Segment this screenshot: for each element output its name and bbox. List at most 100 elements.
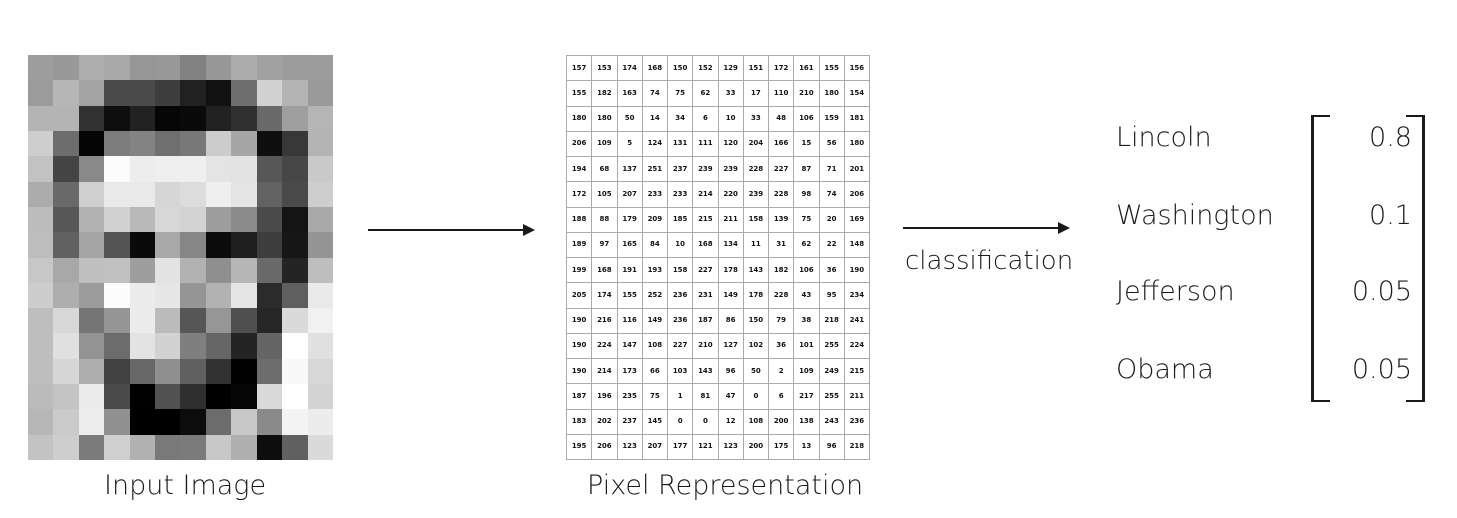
image-pixel xyxy=(307,257,333,283)
pixel-value-cell: 75 xyxy=(641,383,669,410)
pixel-value-cell: 124 xyxy=(641,130,669,158)
pixel-value-cell: 183 xyxy=(565,408,593,435)
image-pixel xyxy=(78,282,105,309)
pixel-value-cell: 161 xyxy=(793,54,820,82)
pixel-value-cell: 190 xyxy=(565,307,593,334)
pixel-value-cell: 148 xyxy=(843,231,871,259)
pixel-value-cell: 102 xyxy=(742,332,770,360)
pixel-value-cell: 62 xyxy=(692,80,719,107)
arrow-to-classes xyxy=(903,222,1070,234)
pixel-value-cell: 116 xyxy=(616,307,643,334)
pixel-value-cell: 178 xyxy=(742,282,770,309)
image-pixel xyxy=(307,156,333,182)
pixel-value-cell: 215 xyxy=(843,357,871,385)
image-pixel xyxy=(231,181,257,207)
image-pixel xyxy=(180,80,206,106)
pixel-value-cell: 17 xyxy=(742,80,770,107)
pixel-value-cell: 169 xyxy=(843,206,871,233)
image-pixel xyxy=(180,308,206,334)
pixel-value-cell: 224 xyxy=(591,332,618,360)
pixel-value-cell: 0 xyxy=(666,408,694,435)
pixel-value-cell: 12 xyxy=(717,408,744,435)
pixel-value-cell: 199 xyxy=(565,256,593,284)
image-pixel xyxy=(180,434,206,460)
image-pixel xyxy=(28,206,54,233)
pixel-value-cell: 189 xyxy=(565,231,593,259)
pixel-value-cell: 168 xyxy=(641,54,669,82)
pixel-value-cell: 234 xyxy=(843,282,871,309)
image-pixel xyxy=(28,105,54,131)
image-pixel xyxy=(205,409,232,435)
image-pixel xyxy=(205,156,232,182)
image-pixel xyxy=(129,130,156,157)
image-pixel xyxy=(180,409,206,435)
pixel-value-cell: 206 xyxy=(591,433,618,461)
image-pixel xyxy=(307,358,333,385)
pixel-value-cell: 108 xyxy=(742,408,770,435)
image-pixel xyxy=(104,409,130,435)
pixel-value-cell: 0 xyxy=(692,408,719,435)
pixel-value-cell: 68 xyxy=(591,155,618,183)
pixel-value-cell: 180 xyxy=(843,130,871,158)
image-pixel xyxy=(129,358,156,385)
pixel-value-cell: 20 xyxy=(818,206,845,233)
pixel-value-cell: 236 xyxy=(843,408,871,435)
pixel-value-cell: 81 xyxy=(692,383,719,410)
pixel-value-cell: 211 xyxy=(717,206,744,233)
image-pixel xyxy=(180,156,206,182)
pixel-value-cell: 215 xyxy=(692,206,719,233)
image-pixel xyxy=(307,130,333,157)
pixel-value-cell: 182 xyxy=(591,80,618,107)
image-pixel xyxy=(282,181,308,207)
image-pixel xyxy=(155,333,181,359)
image-pixel xyxy=(180,257,206,283)
image-pixel xyxy=(256,156,283,182)
image-pixel xyxy=(78,308,105,334)
image-pixel xyxy=(282,206,308,233)
image-pixel xyxy=(155,308,181,334)
image-pixel xyxy=(104,105,130,131)
image-pixel xyxy=(231,434,257,460)
pixel-value-cell: 178 xyxy=(717,256,744,284)
image-pixel xyxy=(180,55,206,81)
classification-label: classification xyxy=(905,246,1074,276)
pixel-value-cell: 218 xyxy=(818,307,845,334)
image-pixel xyxy=(256,257,283,283)
image-pixel xyxy=(205,384,232,410)
pixel-value-cell: 143 xyxy=(742,256,770,284)
image-pixel xyxy=(155,105,181,131)
image-pixel xyxy=(205,55,232,81)
pixel-value-cell: 87 xyxy=(793,155,820,183)
pixel-value-cell: 22 xyxy=(818,231,845,259)
class-name-lincoln: Lincoln xyxy=(1116,122,1212,153)
pixel-value-cell: 143 xyxy=(692,357,719,385)
pixel-value-cell: 134 xyxy=(717,231,744,259)
image-pixel xyxy=(104,130,130,157)
input-image xyxy=(28,55,333,460)
pixel-value-cell: 218 xyxy=(843,433,871,461)
pixel-value-cell: 175 xyxy=(767,433,795,461)
pixel-value-cell: 241 xyxy=(843,307,871,334)
pixel-value-cell: 210 xyxy=(793,80,820,107)
pixel-value-cell: 236 xyxy=(666,307,694,334)
pixel-value-cell: 152 xyxy=(692,54,719,82)
pixel-value-cell: 235 xyxy=(616,383,643,410)
image-pixel xyxy=(307,333,333,359)
image-pixel xyxy=(231,257,257,283)
image-pixel xyxy=(205,257,232,283)
image-pixel xyxy=(282,257,308,283)
image-pixel xyxy=(231,384,257,410)
image-pixel xyxy=(307,232,333,258)
image-pixel xyxy=(129,232,156,258)
pixel-value-cell: 249 xyxy=(818,357,845,385)
pixel-value-cell: 157 xyxy=(565,54,593,82)
pixel-value-cell: 228 xyxy=(742,155,770,183)
pixel-value-cell: 11 xyxy=(742,231,770,259)
pixel-value-cell: 204 xyxy=(742,130,770,158)
pixel-value-cell: 97 xyxy=(591,231,618,259)
pixel-value-cell: 79 xyxy=(767,307,795,334)
image-pixel xyxy=(104,206,130,233)
pixel-value-cell: 211 xyxy=(843,383,871,410)
